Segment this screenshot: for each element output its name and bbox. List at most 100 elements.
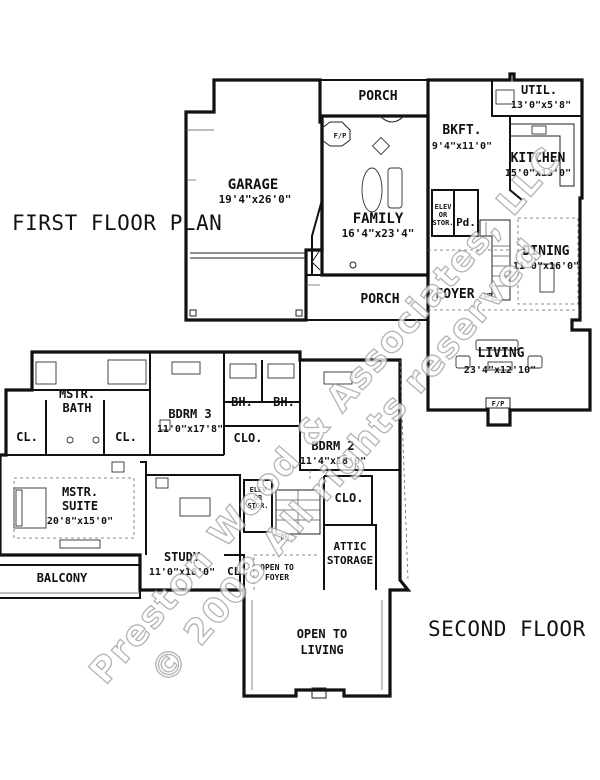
garage-size: 19'4"x26'0" bbox=[219, 193, 292, 206]
coffee-table-icon bbox=[361, 167, 383, 213]
family-label: FAMILY bbox=[353, 211, 404, 227]
first-floor-title: FIRST FLOOR PLAN bbox=[12, 211, 222, 235]
clo2-label: CLO. bbox=[335, 491, 364, 505]
cl-left-label: CL. bbox=[16, 430, 38, 444]
kitchen-living-walls bbox=[426, 72, 592, 427]
elev-label: STOR. bbox=[432, 219, 453, 227]
family-size: 16'4"x23'4" bbox=[342, 227, 415, 240]
study-size: 11'0"x18'0" bbox=[149, 567, 215, 578]
elev-pd-walls bbox=[431, 189, 479, 237]
util-size: 13'0"x5'8" bbox=[511, 100, 571, 111]
washer-icon bbox=[495, 89, 515, 105]
open-foyer-label: OPEN TO bbox=[260, 563, 294, 572]
bdrm2-walls bbox=[299, 360, 400, 471]
bed-icon bbox=[171, 361, 201, 375]
kitchen-wall bbox=[509, 116, 523, 201]
balcony-label: BALCONY bbox=[37, 571, 88, 585]
chair-icon bbox=[159, 419, 171, 431]
elev-label: OR bbox=[439, 211, 448, 219]
tub-icon bbox=[229, 363, 257, 379]
chair-icon bbox=[455, 355, 471, 369]
shower-icon bbox=[107, 359, 147, 385]
elev-label: ELEV bbox=[435, 203, 453, 211]
garage-post bbox=[295, 309, 303, 317]
elev-stor-walls bbox=[243, 479, 273, 533]
second-floor-walls bbox=[0, 350, 412, 698]
bdrm3-size: 11'0"x17'8" bbox=[157, 424, 223, 435]
coffee-table-icon bbox=[487, 361, 513, 371]
elev2-label: STOR. bbox=[247, 502, 268, 510]
attic-walls bbox=[324, 524, 377, 590]
kitchen-size: 15'0"x13'0" bbox=[505, 168, 571, 179]
mstr-suite-size: 20'8"x15'0" bbox=[47, 516, 113, 527]
sofa-icon bbox=[387, 167, 403, 209]
mstr-suite-label: MSTR. bbox=[62, 485, 98, 499]
bkft-size: 9'4"x11'0" bbox=[432, 141, 492, 152]
living-size: 23'4"x12'10" bbox=[464, 365, 536, 376]
dining-size: 11'0"x16'0" bbox=[513, 261, 579, 272]
balcony-walls bbox=[0, 564, 141, 599]
sink-icon bbox=[66, 436, 74, 444]
suite-study-wall bbox=[140, 461, 147, 555]
dn-label: DN. bbox=[281, 534, 294, 542]
family-fp-label: F/P bbox=[334, 132, 347, 140]
chair-icon bbox=[155, 477, 169, 489]
garage-walls bbox=[184, 78, 324, 322]
living-fp-label: F/P bbox=[492, 400, 505, 408]
door-swing bbox=[311, 249, 321, 271]
chair-icon bbox=[371, 136, 391, 156]
porch-top-label: PORCH bbox=[358, 89, 397, 104]
bdrm2-label: BDRM 2 bbox=[311, 439, 354, 453]
mstr-suite-label: SUITE bbox=[62, 499, 98, 513]
roof-edge bbox=[399, 359, 409, 581]
stairs-second-floor bbox=[275, 489, 321, 535]
foyer-label: FOYER bbox=[435, 287, 474, 302]
bench-icon bbox=[59, 539, 101, 549]
up-label: UP bbox=[484, 292, 492, 300]
tub-icon bbox=[267, 363, 295, 379]
bh1-label: BH. bbox=[231, 395, 253, 409]
second-floor-plan bbox=[0, 350, 412, 699]
door-swing bbox=[379, 115, 405, 123]
sofa-icon bbox=[475, 339, 519, 351]
dining-area-outline bbox=[517, 217, 579, 305]
dining-table-icon bbox=[539, 263, 555, 293]
cl-study-label: CL. bbox=[227, 565, 247, 578]
bh2-label: BH. bbox=[273, 395, 295, 409]
open-living-label: LIVING bbox=[300, 643, 343, 657]
garage-label: GARAGE bbox=[228, 177, 279, 193]
open-living-label: OPEN TO bbox=[297, 627, 348, 641]
chair-icon bbox=[527, 355, 543, 369]
pd-label: Pd. bbox=[456, 216, 476, 229]
open-foyer-label: FOYER bbox=[265, 573, 289, 582]
second-floor-title: SECOND FLOOR PLAN bbox=[428, 617, 600, 641]
cl-mid-label: CL. bbox=[115, 430, 137, 444]
mstr-bath-label: BATH bbox=[63, 401, 92, 415]
desk-icon bbox=[179, 497, 211, 517]
chimney-icon bbox=[311, 687, 327, 699]
bkft-label: BKFT. bbox=[442, 123, 481, 138]
util-walls bbox=[491, 80, 582, 117]
first-floor-plan bbox=[184, 72, 592, 427]
plant-icon bbox=[349, 261, 357, 269]
kitchen-label: KITCHEN bbox=[511, 151, 566, 166]
elev2-label: OR bbox=[254, 494, 263, 502]
living-label: LIVING bbox=[478, 346, 525, 361]
pillow-icon bbox=[15, 489, 23, 527]
clo1-label: CLO. bbox=[234, 431, 263, 445]
clo2-walls bbox=[324, 475, 373, 525]
stairs-first-floor bbox=[479, 219, 511, 301]
bed-icon bbox=[13, 487, 47, 529]
family-fireplace bbox=[321, 121, 351, 147]
attic-label: STORAGE bbox=[327, 554, 373, 567]
chair-icon bbox=[111, 461, 125, 473]
study-walls bbox=[146, 474, 241, 590]
sink-icon bbox=[531, 125, 547, 135]
elev2-label: ELEV bbox=[250, 486, 268, 494]
util-label: UTIL. bbox=[521, 83, 557, 97]
mstr-bath-label: MSTR. bbox=[59, 387, 95, 401]
bdrm2-size: 11'4"x18'0" bbox=[300, 456, 366, 467]
living-fireplace bbox=[485, 397, 511, 409]
